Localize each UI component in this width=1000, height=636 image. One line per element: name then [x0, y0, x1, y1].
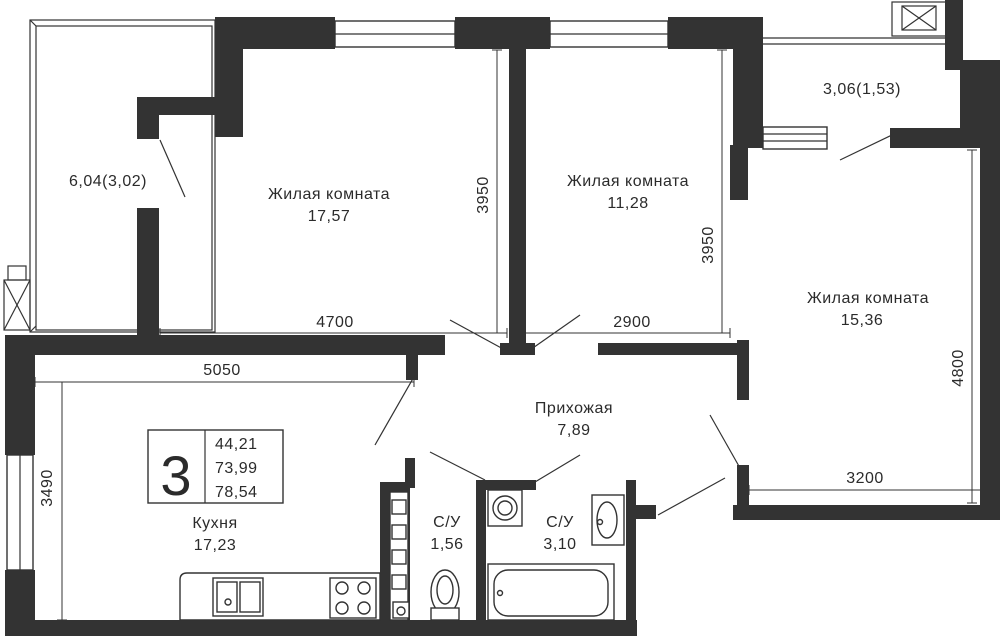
living-2-area: 11,28 [607, 195, 648, 212]
living-1-name: Жилая комната [268, 186, 390, 203]
living-3-name: Жилая комната [807, 290, 929, 307]
kitchen-counter [179, 572, 381, 621]
dim-living-3-height: 4800 [950, 349, 967, 387]
vent-box-top-right [891, 1, 947, 37]
balcony-left-area: 6,04(3,02) [69, 173, 147, 190]
balcony-left-box [3, 265, 31, 331]
rooms-count: 3 [160, 444, 191, 507]
bathroom-sink-icon [591, 494, 625, 546]
total-area-with-balconies-value: 78,54 [215, 484, 258, 501]
dimension-lines [34, 49, 980, 621]
summary-badge: 3 44,21 73,99 78,54 [147, 429, 284, 507]
dim-living-3-width: 3200 [846, 470, 884, 487]
hallway-area: 7,89 [557, 422, 590, 439]
living-1-area: 17,57 [308, 208, 351, 225]
walls [5, 0, 1000, 636]
balcony-left-outline [29, 19, 216, 333]
hallway-name: Прихожая [535, 400, 613, 417]
dim-living-1-width: 4700 [316, 314, 354, 331]
dim-kitchen-height: 3490 [39, 469, 56, 507]
living-2-name: Жилая комната [567, 173, 689, 190]
living-3-area: 15,36 [841, 312, 884, 329]
washing-machine-icon [487, 489, 523, 527]
bathtub-icon [487, 563, 615, 621]
dim-living-1-height: 3950 [475, 176, 492, 214]
balcony-right-area: 3,06(1,53) [823, 81, 901, 98]
dim-living-2-height: 3950 [700, 226, 717, 264]
bathroom-2-area: 3,10 [543, 536, 576, 553]
bathroom-1-name: С/У [433, 514, 461, 531]
bathroom-2-name: С/У [546, 514, 574, 531]
dim-kitchen-width: 5050 [203, 362, 241, 379]
toilet-icon [430, 569, 460, 621]
total-area-value: 73,99 [215, 460, 258, 477]
kitchen-area: 17,23 [194, 537, 237, 554]
bathroom-1-area: 1,56 [430, 536, 463, 553]
kitchen-name: Кухня [192, 515, 237, 532]
door-swings [159, 134, 893, 516]
living-area-value: 44,21 [215, 436, 258, 453]
vent-shaft [389, 491, 410, 621]
dim-living-2-width: 2900 [613, 314, 651, 331]
